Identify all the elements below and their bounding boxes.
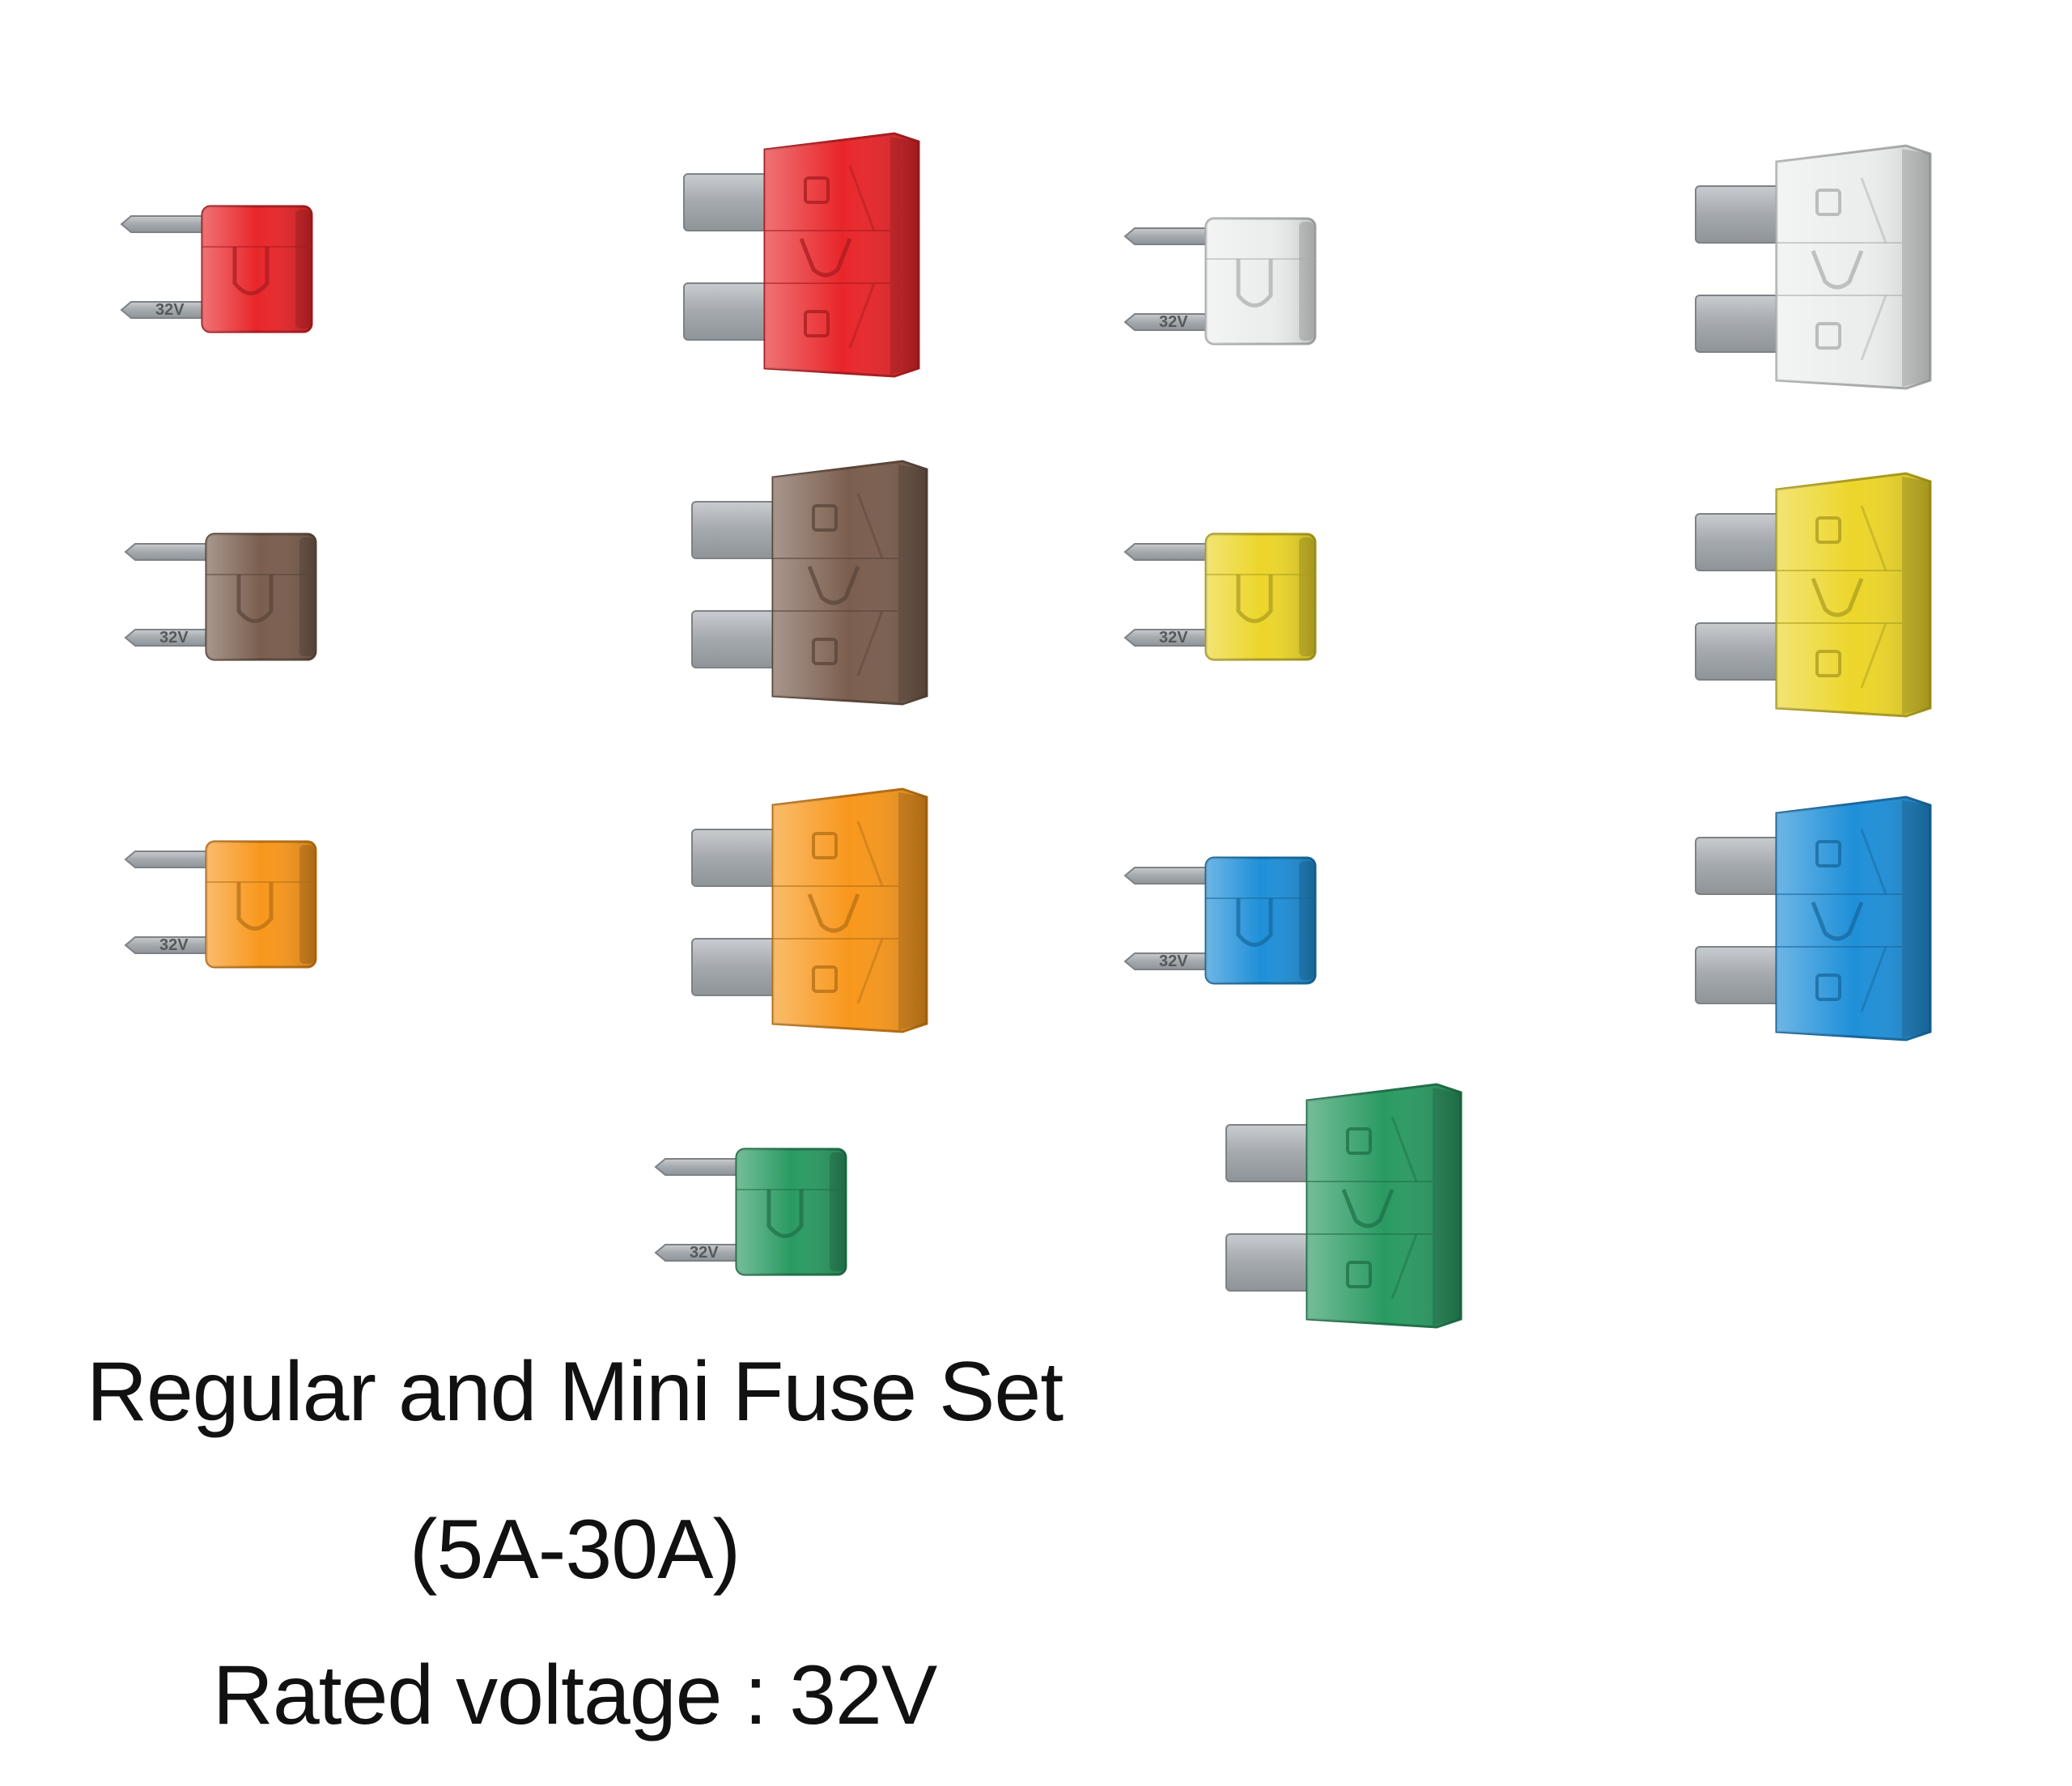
- fuse-element: [1341, 1189, 1395, 1228]
- blade-voltage-label: 32V: [155, 301, 185, 319]
- fuse-highlight: [1206, 858, 1315, 983]
- fuse-element: [1236, 259, 1273, 308]
- fuse-test-point: [812, 832, 838, 859]
- fuse-ridge: [1860, 505, 1887, 571]
- fuse-blade: [124, 543, 215, 561]
- fuse-blade: [120, 215, 211, 233]
- mini-fuse-brown: 32V: [124, 532, 317, 661]
- fuse-element: [1811, 901, 1864, 941]
- fuse-element: [799, 238, 852, 278]
- fuse-element: [1236, 575, 1273, 623]
- fuse-element: [236, 882, 274, 931]
- mini-fuse-blue: 32V: [1123, 856, 1317, 985]
- fuse-test-point: [1815, 189, 1841, 216]
- fuse-element: [236, 575, 274, 623]
- fuse-ridge: [1391, 1116, 1418, 1182]
- fuse-element: [1811, 578, 1864, 617]
- fuse-ridge: [856, 493, 884, 559]
- blade-voltage-label: 32V: [1159, 629, 1188, 647]
- fuse-blade: [124, 851, 215, 868]
- caption-range: (5A-30A): [409, 1503, 741, 1597]
- fuse-blade: [654, 1158, 745, 1176]
- fuse-ridge: [848, 282, 876, 349]
- fuse-highlight: [737, 1149, 846, 1275]
- blade-voltage-label: 32V: [1159, 952, 1188, 970]
- fuse-highlight: [206, 534, 316, 660]
- fuse-blade: [1123, 867, 1215, 885]
- fuse-test-point: [1815, 840, 1841, 868]
- regular-fuse-yellow: [1695, 472, 1932, 718]
- fuse-highlight: [1206, 534, 1315, 660]
- blade-voltage-label: 32V: [690, 1244, 719, 1262]
- mini-fuse-red: 32V: [120, 205, 313, 333]
- fuse-test-point: [1815, 974, 1841, 1001]
- mini-fuse-clear: 32V: [1123, 217, 1317, 346]
- fuse-test-point: [1815, 516, 1841, 544]
- fuse-element: [1236, 898, 1273, 947]
- fuse-test-point: [1346, 1261, 1372, 1288]
- fuse-highlight: [1206, 218, 1315, 344]
- fuse-test-point: [812, 965, 838, 993]
- fuse-test-point: [1815, 650, 1841, 677]
- regular-fuse-brown: [691, 460, 928, 706]
- blade-voltage-label: 32V: [1159, 313, 1188, 331]
- regular-fuse-blue: [1695, 795, 1932, 1041]
- regular-fuse-red: [683, 132, 920, 378]
- mini-fuse-green: 32V: [654, 1148, 847, 1276]
- fuse-element: [807, 893, 860, 933]
- mini-fuse-orange: 32V: [124, 840, 317, 969]
- fuse-test-point: [1346, 1127, 1372, 1155]
- caption-rating: Rated voltage : 32V: [212, 1648, 938, 1742]
- fuse-element: [1811, 250, 1864, 290]
- regular-fuse-green: [1225, 1083, 1463, 1329]
- fuse-ridge: [856, 821, 884, 887]
- regular-fuse-clear: [1695, 144, 1932, 390]
- fuse-ridge: [1391, 1233, 1418, 1300]
- fuse-ridge: [1860, 177, 1887, 244]
- fuse-highlight: [206, 842, 316, 967]
- fuse-ridge: [856, 610, 884, 677]
- fuse-ridge: [1860, 946, 1887, 1012]
- fuse-test-point: [804, 310, 830, 337]
- blade-voltage-label: 32V: [159, 936, 189, 954]
- fuse-blade: [1123, 227, 1215, 245]
- fuse-ridge: [848, 165, 876, 231]
- fuse-test-point: [812, 638, 838, 665]
- fuse-element: [232, 247, 270, 295]
- fuse-element: [807, 566, 860, 605]
- fuse-test-point: [804, 176, 830, 204]
- fuse-test-point: [1815, 322, 1841, 350]
- fuse-ridge: [1860, 622, 1887, 689]
- regular-fuse-orange: [691, 787, 928, 1033]
- fuse-element: [766, 1190, 804, 1238]
- blade-voltage-label: 32V: [159, 629, 189, 647]
- fuse-blade: [1123, 543, 1215, 561]
- fuse-ridge: [1860, 829, 1887, 895]
- fuse-ridge: [1860, 295, 1887, 361]
- fuse-test-point: [812, 504, 838, 532]
- caption-title: Regular and Mini Fuse Set: [86, 1345, 1064, 1439]
- mini-fuse-yellow: 32V: [1123, 532, 1317, 661]
- fuse-ridge: [856, 938, 884, 1004]
- fuse-highlight: [202, 206, 312, 332]
